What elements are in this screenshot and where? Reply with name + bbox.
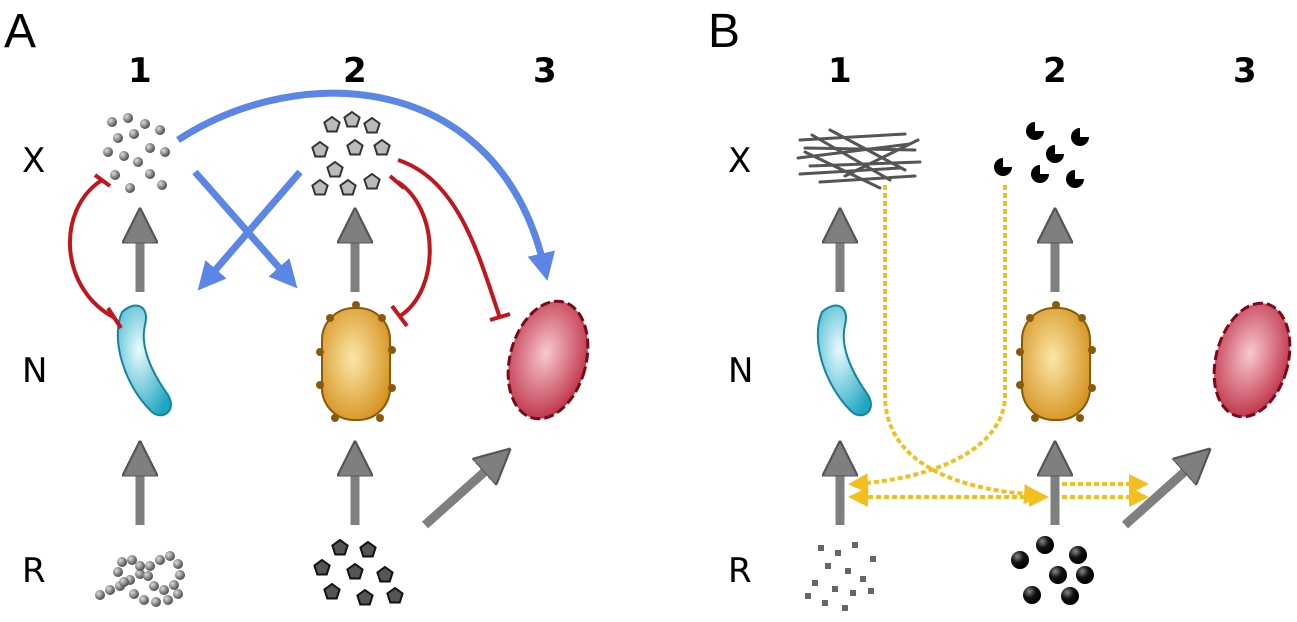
column-label: 2 xyxy=(343,51,367,91)
r2-pentagons-icon xyxy=(313,539,404,606)
red-inhibition-lines xyxy=(67,158,511,330)
production-arrows xyxy=(140,222,500,529)
panel-label: B xyxy=(708,5,740,58)
cell-3-red xyxy=(1212,301,1292,419)
x1-fibers-icon xyxy=(796,128,922,190)
cell-3-red xyxy=(506,299,590,421)
production-arrows xyxy=(840,222,1200,529)
column-label: 3 xyxy=(1233,51,1257,91)
x2-pacman-particles-icon xyxy=(994,122,1089,188)
cell-1-cyan xyxy=(116,304,172,417)
row-label: X xyxy=(728,141,751,181)
r1-squares-icon xyxy=(805,542,876,611)
cell-1-cyan xyxy=(816,304,872,417)
row-label: N xyxy=(728,351,753,391)
panel-b: B 1 2 3 X N R xyxy=(708,5,1292,611)
column-label: 2 xyxy=(1043,51,1067,91)
panel-label: A xyxy=(4,5,36,58)
column-label: 1 xyxy=(828,51,852,91)
row-label: N xyxy=(22,351,47,391)
row-label: X xyxy=(22,141,45,181)
column-label: 1 xyxy=(128,51,152,91)
r1-chain-icon xyxy=(95,551,185,607)
panel-a: A 1 2 3 X N R xyxy=(4,5,590,607)
yellow-signaling-lines xyxy=(848,185,1149,507)
row-label: R xyxy=(22,551,46,591)
x2-pentagons-icon xyxy=(311,111,391,196)
r2-spheres-icon xyxy=(1011,536,1094,605)
column-label: 3 xyxy=(533,51,557,91)
x1-particles-icon xyxy=(103,113,170,193)
cell-2-orange xyxy=(1016,301,1096,422)
row-label: R xyxy=(728,551,752,591)
cell-2-orange xyxy=(316,301,396,422)
blue-cross-feeding-arrows xyxy=(176,89,555,291)
